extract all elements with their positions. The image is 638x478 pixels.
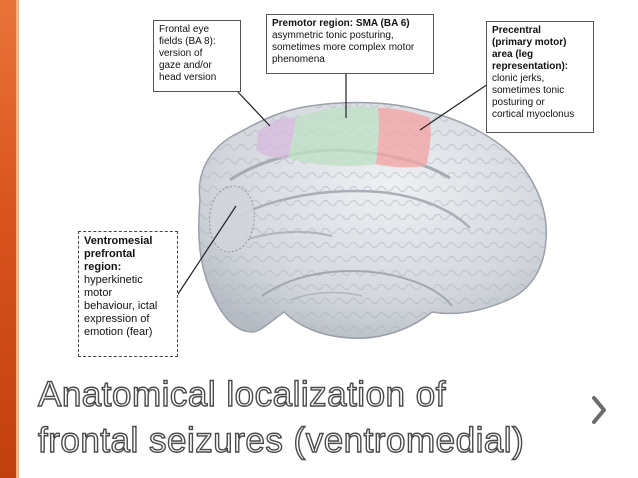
premotor-region <box>288 106 379 166</box>
callout-precentral: Precentral (primary motor) area (leg rep… <box>486 21 594 133</box>
fef-line-1: Frontal eye <box>159 24 210 35</box>
ventromesial-heading-3: region: <box>84 261 122 273</box>
premotor-line-2: sometimes more complex motor <box>272 42 415 53</box>
ventromesial-line-1: hyperkinetic <box>84 274 143 286</box>
precentral-line-2: sometimes tonic <box>492 85 565 96</box>
ventromesial-line-5: emotion (fear) <box>84 326 153 338</box>
leader-ventromesial <box>177 205 237 295</box>
ventromesial-line-4: expression of <box>84 313 150 325</box>
next-slide-button[interactable] <box>588 392 610 428</box>
callout-ventromesial: Ventromesial prefrontal region: hyperkin… <box>78 231 178 357</box>
premotor-heading: Premotor region: SMA (BA 6) <box>272 18 410 29</box>
chevron-right-icon <box>592 396 606 424</box>
slide-title-line-1: Anatomical localization of <box>37 374 446 414</box>
precentral-line-4: cortical myoclonus <box>492 109 575 120</box>
ventromesial-line-2: motor <box>84 287 113 299</box>
accent-bar <box>0 0 16 478</box>
fef-line-3: version of <box>159 48 203 59</box>
fef-line-5: head version <box>159 72 217 83</box>
callout-premotor: Premotor region: SMA (BA 6) asymmetric t… <box>266 14 434 74</box>
accent-bar-edge <box>16 0 19 478</box>
callout-frontal-eye-fields: Frontal eye fields (BA 8): version of ga… <box>153 20 241 92</box>
ventromesial-region <box>209 185 255 253</box>
precentral-heading-2: (primary motor) <box>492 37 567 48</box>
precentral-heading-3: area (leg <box>492 49 534 60</box>
ventromesial-heading-2: prefrontal <box>84 248 136 260</box>
fef-line-4: gaze and/or <box>159 60 212 71</box>
precentral-heading-4: representation): <box>492 61 569 72</box>
precentral-heading-1: Precentral <box>492 25 541 36</box>
precentral-line-3: posturing or <box>492 97 545 108</box>
slide-title-line-2: frontal seizures (ventromedial) <box>37 420 525 460</box>
leader-fef <box>237 91 271 127</box>
ventromesial-line-3: behaviour, ictal <box>84 300 158 312</box>
fef-line-2: fields (BA 8): <box>159 36 216 47</box>
precentral-line-1: clonic jerks, <box>492 73 545 84</box>
premotor-line-1: asymmetric tonic posturing, <box>272 30 394 41</box>
ventromesial-heading-1: Ventromesial <box>84 235 153 247</box>
frontal-eye-fields-region <box>256 117 296 159</box>
leader-precentral <box>419 83 489 131</box>
precentral-region <box>376 108 431 168</box>
premotor-line-3: phenomena <box>272 54 325 65</box>
